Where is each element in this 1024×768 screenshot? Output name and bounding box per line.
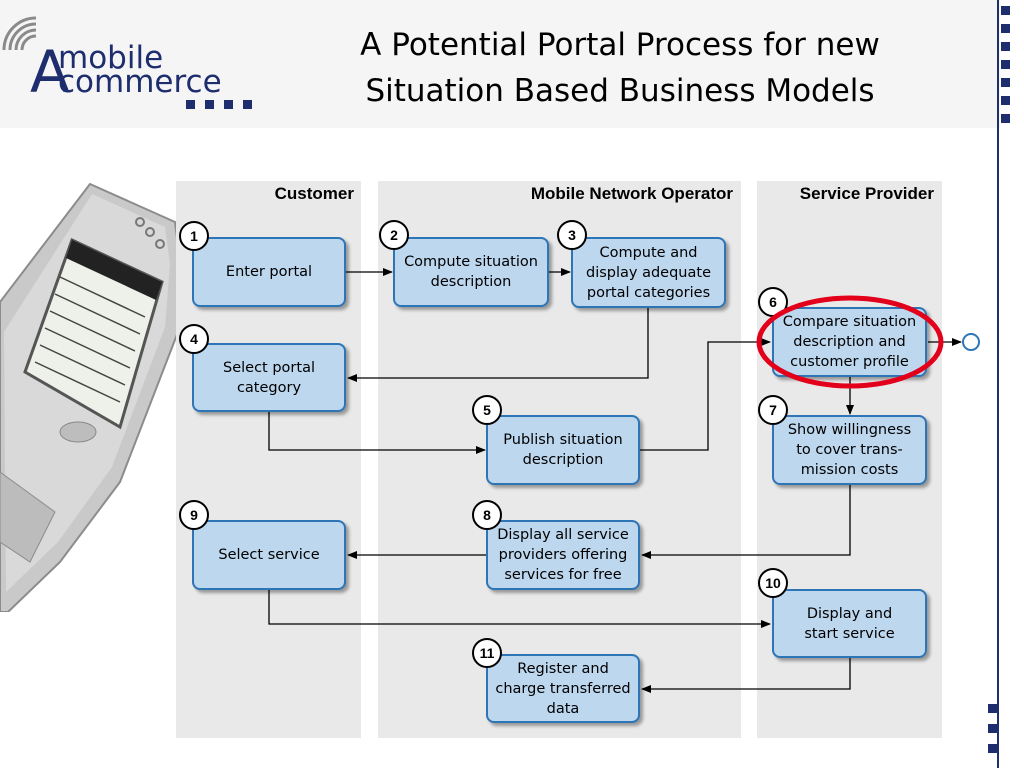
lane-title-operator: Mobile Network Operator [530,184,733,203]
step-number-8: 8 [472,500,502,530]
logo-text-mobile: mobile [58,40,163,76]
step-number-7: 7 [758,395,788,425]
step-box-11: Register and charge transferred data [486,654,640,723]
step-number-11: 11 [472,638,502,668]
title-line-2: Situation Based Business Models [365,73,875,109]
step-box-5: Publish situation description [486,415,640,485]
logo-text-commerce: commerce [58,64,222,100]
step-number-6: 6 [758,287,788,317]
deco-square [1001,6,1010,15]
step-number-4: 4 [179,324,209,354]
deco-square [1001,42,1010,51]
step-number-2: 2 [379,220,409,250]
step-box-8: Display all service providers offering s… [486,520,640,590]
right-rule [997,0,999,768]
deco-square [1001,24,1010,33]
mobile-phone-image [0,182,180,612]
step-box-9: Select service [192,520,346,590]
step-box-7: Show willingness to cover trans- mission… [772,415,927,485]
step-box-4: Select portal category [192,343,346,412]
page-title: A Potential Portal Process for new Situa… [280,22,960,114]
header-band [0,0,1000,128]
deco-square [1001,78,1010,87]
step-box-2: Compute situation description [393,237,549,307]
deco-square [988,744,997,753]
deco-square [1001,96,1010,105]
title-line-1: A Potential Portal Process for new [360,27,880,63]
deco-square [1001,114,1010,123]
lane-title-provider: Service Provider [799,184,934,203]
step-number-1: 1 [179,221,209,251]
step-number-5: 5 [472,395,502,425]
logo-dots [186,100,252,109]
step-number-3: 3 [557,220,587,250]
step-box-1: Enter portal [192,237,346,307]
svg-text:A: A [30,38,70,106]
mobile-commerce-logo: A mobile commerce [2,16,252,109]
step-number-10: 10 [758,568,788,598]
deco-square [988,724,997,733]
step-number-9: 9 [179,500,209,530]
deco-square [1001,60,1010,69]
step-box-10: Display and start service [772,589,927,658]
lane-title-customer: Customer [274,184,354,203]
deco-square [988,704,997,713]
step-box-6: Compare situation description and custom… [772,307,927,377]
step-box-3: Compute and display adequate portal cate… [571,237,726,308]
signal-waves-icon [2,16,37,51]
end-circle-icon [962,333,980,351]
